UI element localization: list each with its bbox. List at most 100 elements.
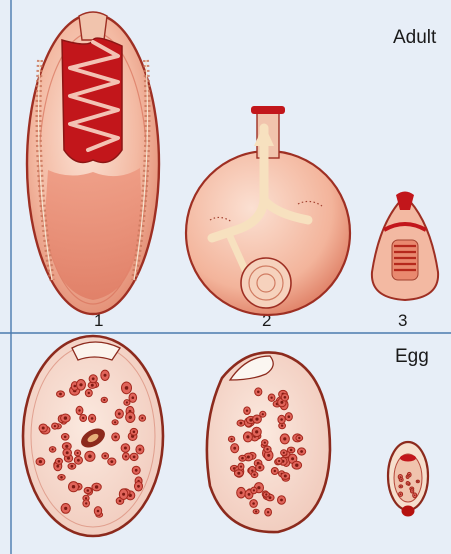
egg-cell-nucleus: [72, 485, 75, 488]
egg-cell-nucleus: [283, 452, 285, 454]
egg-cell-nucleus: [114, 436, 117, 439]
egg-cell-nucleus: [129, 416, 132, 419]
egg-cell-nucleus: [91, 417, 94, 420]
egg-cell-nucleus: [118, 412, 121, 415]
egg-cell-nucleus: [417, 481, 418, 482]
egg-cell-nucleus: [284, 396, 287, 399]
egg-cell-nucleus: [237, 472, 240, 475]
egg-cell-nucleus: [42, 427, 45, 430]
egg-cell-nucleus: [291, 457, 294, 460]
egg-cell-nucleus: [280, 418, 283, 421]
egg-cell-nucleus: [95, 485, 98, 488]
egg-cell-nucleus: [278, 460, 280, 462]
adult-label: Adult: [393, 27, 437, 48]
egg-cell-nucleus: [295, 464, 298, 467]
egg-cell-nucleus: [104, 455, 106, 457]
egg-cell-nucleus: [401, 479, 402, 480]
egg-cell-nucleus: [74, 385, 77, 388]
specimen-number-3: 3: [398, 311, 407, 330]
egg-cell-nucleus: [103, 399, 105, 401]
egg-cell-nucleus: [266, 448, 268, 450]
egg-cell-nucleus: [85, 497, 87, 499]
egg-cell-nucleus: [58, 460, 61, 463]
egg-cell-nucleus: [274, 470, 276, 472]
egg-cell-nucleus: [270, 397, 272, 399]
egg-cell-nucleus: [104, 374, 107, 377]
egg-cell-nucleus: [56, 465, 59, 468]
egg-cell-nucleus: [110, 460, 113, 463]
egg-cell-nucleus: [264, 442, 266, 444]
egg-cell-nucleus: [240, 491, 243, 494]
egg-label: Egg: [395, 346, 429, 367]
egg-cell-nucleus: [400, 486, 401, 487]
egg-cell-nucleus: [139, 448, 142, 451]
egg-cell-nucleus: [59, 393, 62, 396]
egg-cell-nucleus: [414, 495, 415, 496]
egg-cell-nucleus: [257, 486, 260, 489]
egg-cell-nucleus: [66, 451, 69, 454]
egg-cell-nucleus: [125, 386, 129, 390]
egg-cell-nucleus: [122, 493, 125, 496]
egg-cell-nucleus: [71, 465, 74, 468]
egg-cell-nucleus: [400, 494, 401, 495]
egg-cell-nucleus: [79, 383, 82, 386]
egg-cell-nucleus: [249, 418, 252, 421]
egg-cell-nucleus: [125, 455, 127, 457]
egg-cell-nucleus: [280, 499, 283, 502]
egg-cell-nucleus: [248, 493, 251, 496]
egg-cell-nucleus: [267, 511, 269, 513]
egg-cell-nucleus: [253, 489, 255, 491]
egg-cell-nucleus: [407, 483, 408, 484]
egg-cell-nucleus: [258, 466, 261, 469]
egg-cell-nucleus: [255, 418, 258, 421]
egg-cell-nucleus: [298, 437, 300, 439]
egg-cell-nucleus: [247, 456, 250, 459]
egg-cell-nucleus: [255, 430, 258, 433]
egg-cell-nucleus: [281, 425, 283, 427]
egg-cell-nucleus: [252, 502, 255, 505]
egg-cell-nucleus: [135, 469, 138, 472]
egg-cell-nucleus: [64, 436, 67, 439]
egg-cell-nucleus: [412, 490, 413, 491]
egg-cell-nucleus: [88, 455, 92, 459]
egg-cell-nucleus: [97, 510, 100, 513]
egg-cell-nucleus: [265, 493, 267, 495]
egg-cell-nucleus: [267, 454, 270, 457]
egg-cell-nucleus: [283, 437, 286, 440]
egg-cell-nucleus: [64, 507, 67, 510]
egg-cell-nucleus: [119, 500, 122, 503]
egg-cell-nucleus: [246, 435, 249, 438]
egg-cell-nucleus: [253, 474, 255, 476]
trematode-adult-icon: [27, 12, 159, 314]
egg-cell-nucleus: [255, 510, 257, 512]
egg-cell-nucleus: [78, 409, 80, 411]
egg-cell-nucleus: [77, 452, 79, 454]
egg-cell-nucleus: [52, 448, 54, 450]
egg-cell-nucleus: [407, 476, 408, 477]
egg-cell-nucleus: [54, 425, 56, 427]
egg-cell-nucleus: [284, 475, 287, 478]
egg-cell-nucleus: [246, 410, 248, 412]
egg-cell-nucleus: [240, 422, 243, 425]
egg-cell-nucleus: [141, 417, 143, 419]
egg-cell-nucleus: [124, 447, 127, 450]
egg-cell-nucleus: [92, 377, 95, 380]
egg-cell-nucleus: [231, 438, 233, 440]
egg-cell-nucleus: [64, 416, 67, 419]
egg-cell-nucleus: [262, 413, 264, 415]
egg-cell-nucleus: [233, 447, 236, 450]
egg-cell-nucleus: [240, 466, 242, 468]
egg-cell-nucleus: [77, 459, 80, 462]
egg-cell-nucleus: [280, 401, 283, 404]
egg-cell-nucleus: [82, 417, 84, 419]
egg-cell-nucleus: [133, 456, 136, 459]
egg-cell-nucleus: [132, 396, 135, 399]
egg-cell-nucleus: [60, 476, 63, 479]
egg-cell-nucleus: [114, 421, 116, 423]
egg-cell-nucleus: [241, 457, 244, 460]
egg-cell-nucleus: [300, 450, 303, 453]
egg-cell-nucleus: [137, 485, 140, 488]
egg-cell-nucleus: [87, 489, 90, 492]
egg-cell-nucleus: [65, 445, 68, 448]
